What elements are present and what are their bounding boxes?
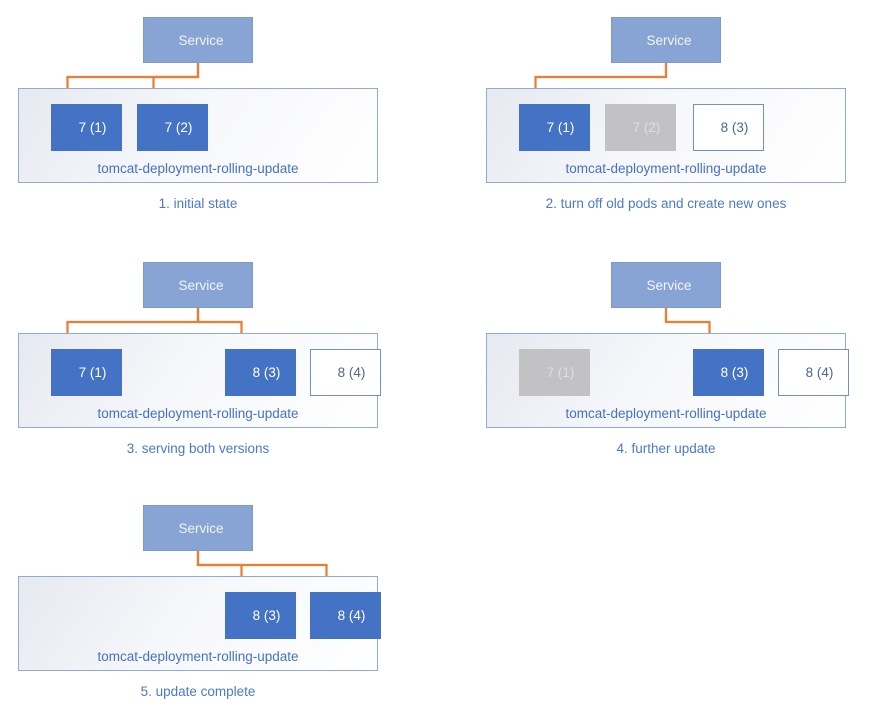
- deployment-box: 7 (2) 7 (1) tomcat-deployment-rolling-upd…: [18, 88, 378, 183]
- deployment-box: 8 (4) 8 (3) 7 (1) tomcat-deployment-rollin…: [486, 333, 849, 428]
- pod-box: 8 (4): [778, 349, 849, 396]
- service-label: Service: [178, 32, 224, 48]
- service-box: Service: [143, 17, 253, 63]
- service-label: Service: [178, 520, 224, 536]
- deployment-box: 8 (4) 8 (3) tomcat-deployment-rolling-upd…: [18, 576, 381, 671]
- pod-box: 8 (3): [693, 349, 764, 396]
- panel-caption: 5. update complete: [140, 684, 256, 699]
- panel-caption: 2. turn off old pods and create new ones: [545, 196, 787, 211]
- pod-box: 7 (2): [137, 104, 208, 151]
- service-label: Service: [178, 277, 224, 293]
- panel-caption: 1. initial state: [158, 196, 238, 211]
- pod-box: 8 (4): [310, 592, 381, 639]
- pod-box: 7 (1): [519, 349, 590, 396]
- deployment-label: tomcat-deployment-rolling-update: [97, 161, 299, 176]
- pod-box: 8 (3): [693, 104, 764, 151]
- deployment-label: tomcat-deployment-rolling-update: [97, 649, 299, 664]
- pod-box: 7 (1): [51, 104, 122, 151]
- deployment-box: 8 (4) 8 (3) 7 (1) tomcat-deployment-rollin…: [18, 333, 381, 428]
- pod-box: 7 (1): [51, 349, 122, 396]
- panel-caption: 3. serving both versions: [126, 441, 270, 456]
- deployment-box: 8 (3) 7 (2) 7 (1) tomcat-deployment-rollin…: [486, 88, 846, 183]
- panel-2: Service 8 (3) 7 (2) 7 (1) tomcat-deploymen…: [468, 0, 870, 245]
- panel-3: Service 8 (4) 8 (3) 7 (1) tomcat-deploymen…: [0, 245, 435, 490]
- pod-box: 8 (4): [310, 349, 381, 396]
- deployment-label: tomcat-deployment-rolling-update: [565, 406, 767, 421]
- panel-4: Service 8 (4) 8 (3) 7 (1) tomcat-deploymen…: [468, 245, 870, 490]
- service-box: Service: [611, 262, 721, 308]
- panel-1: Service 7 (2) 7 (1) tomcat-deployment-rol…: [0, 0, 435, 245]
- service-box: Service: [143, 505, 253, 551]
- pod-box: 8 (3): [225, 592, 296, 639]
- panel-5: Service 8 (4) 8 (3) tomcat-deployment-rol…: [0, 488, 435, 718]
- deployment-label: tomcat-deployment-rolling-update: [565, 161, 767, 176]
- service-box: Service: [611, 17, 721, 63]
- service-label: Service: [646, 32, 692, 48]
- service-label: Service: [646, 277, 692, 293]
- pod-box: 7 (1): [519, 104, 590, 151]
- pod-box: 7 (2): [605, 104, 676, 151]
- pod-box: 8 (3): [225, 349, 296, 396]
- service-box: Service: [143, 262, 253, 308]
- panel-caption: 4. further update: [616, 441, 716, 456]
- deployment-label: tomcat-deployment-rolling-update: [97, 406, 299, 421]
